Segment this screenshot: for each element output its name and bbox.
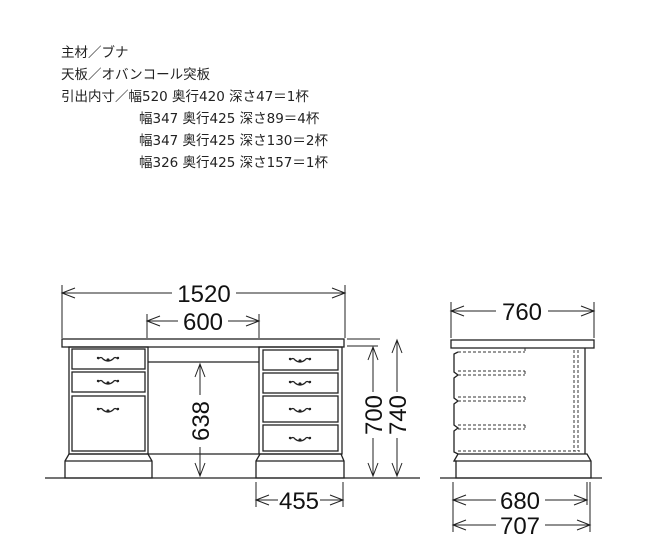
front-dimensions xyxy=(60,285,403,507)
dim-top-height: 740 xyxy=(385,395,412,435)
dim-overall-width: 1520 xyxy=(177,281,230,308)
spec-drawer-row-2: 幅347 奥行425 深さ89＝4杯 xyxy=(139,111,320,127)
dim-knee-height: 638 xyxy=(188,401,215,441)
dim-body-depth: 680 xyxy=(500,488,540,515)
drawer-handle-icon xyxy=(96,356,120,363)
dim-base-depth: 707 xyxy=(500,513,540,540)
spec-main-material: 主材／ブナ xyxy=(61,45,129,61)
side-view-hidden-lines xyxy=(458,348,580,452)
spec-text-block: 主材／ブナ 天板／オバンコール突板 引出内寸／幅520 奥行420 深さ47＝1… xyxy=(61,42,328,174)
side-view xyxy=(440,339,602,479)
spec-top-board: 天板／オバンコール突板 xyxy=(61,67,211,83)
spec-drawer-dims-1: 幅520 奥行420 深さ47＝1杯 xyxy=(128,89,309,105)
spec-drawer-row-3: 幅347 奥行425 深さ130＝2杯 xyxy=(139,133,328,149)
dim-knee-width: 600 xyxy=(183,309,223,336)
side-dimension-labels: 760 680 707 xyxy=(500,299,542,540)
dim-top-depth: 760 xyxy=(502,299,542,326)
drawer-handle-icon xyxy=(288,407,312,414)
drawer-handle-icon xyxy=(96,407,120,414)
spec-drawer-row-1: 引出内寸／幅520 奥行420 深さ47＝1杯 xyxy=(61,86,328,108)
drawer-handle-icon xyxy=(288,380,312,387)
spec-drawer-row-4: 幅326 奥行425 深さ157＝1杯 xyxy=(139,155,328,171)
side-dimensions xyxy=(449,302,596,532)
front-dimension-labels: 1520 600 638 700 740 455 xyxy=(177,281,412,515)
drawer-handle-icon xyxy=(288,436,312,443)
drawer-handle-icon xyxy=(288,357,312,364)
dim-desk-height: 700 xyxy=(361,395,388,435)
spec-drawer-label: 引出内寸／ xyxy=(61,89,129,105)
drawer-handle-icon xyxy=(96,379,120,386)
front-view xyxy=(45,338,420,479)
dim-pedestal-width: 455 xyxy=(279,488,319,515)
